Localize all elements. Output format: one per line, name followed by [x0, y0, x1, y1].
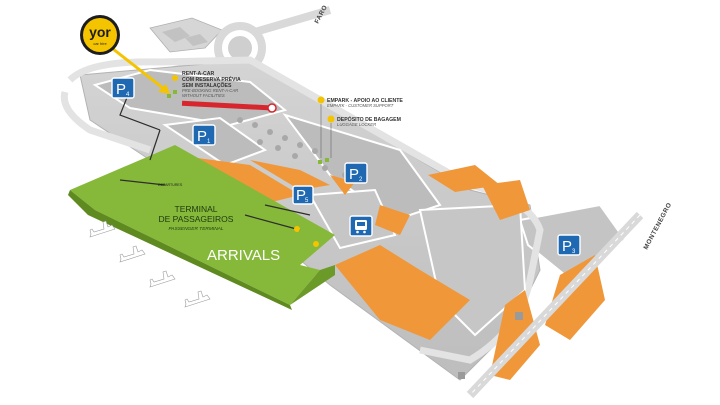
svg-text:P: P	[116, 81, 126, 98]
terminal-label: TERMINAL DE PASSAGEIROS PASSENGER TERMIN…	[159, 204, 234, 232]
luggage-label: DEPÓSITO DE BAGAGEM LUGGAGE LOCKER	[327, 115, 401, 158]
svg-text:4: 4	[126, 92, 130, 98]
road-montenegro	[466, 211, 644, 399]
info-markers	[294, 226, 319, 247]
svg-text:SEM INSTALAÇÕES: SEM INSTALAÇÕES	[182, 82, 232, 89]
parking-sign-p3: P 3	[557, 234, 581, 256]
departures-label: DEPARTURES	[158, 183, 183, 187]
svg-text:PRE-BOOKING RENT-A-CAR: PRE-BOOKING RENT-A-CAR	[182, 88, 238, 93]
road-label-montenegro: MONTENEGRO	[643, 201, 674, 250]
svg-text:P: P	[197, 128, 207, 145]
svg-text:yor: yor	[89, 24, 111, 40]
planes	[89, 220, 211, 308]
svg-text:2: 2	[359, 177, 363, 183]
svg-text:PASSENGER TERMINAL: PASSENGER TERMINAL	[168, 226, 223, 232]
svg-text:EMPARK - CUSTOMER SUPPORT: EMPARK - CUSTOMER SUPPORT	[327, 103, 394, 108]
trees	[237, 117, 348, 178]
svg-text:COM RESERVA PRÉVIA: COM RESERVA PRÉVIA	[182, 75, 241, 83]
info-icon	[317, 96, 325, 104]
luggage-icon	[327, 115, 335, 123]
svg-text:car hire: car hire	[93, 41, 107, 46]
yor-logo: yor car hire	[80, 15, 120, 55]
svg-text:P: P	[349, 166, 359, 183]
svg-text:RENT-A-CAR: RENT-A-CAR	[182, 71, 215, 77]
car-icon	[172, 75, 178, 81]
bus-sign	[349, 215, 373, 237]
svg-text:5: 5	[305, 198, 309, 204]
arrivals-label: ARRIVALS	[207, 247, 280, 264]
bus-icon	[355, 220, 367, 234]
svg-text:P: P	[296, 187, 306, 204]
airport-buildings	[149, 17, 223, 53]
parking-sign-p1: P 1	[192, 124, 216, 146]
svg-text:3: 3	[572, 249, 576, 255]
svg-text:LUGGAGE LOCKER: LUGGAGE LOCKER	[337, 122, 376, 127]
svg-text:EMPARK - APOIO AO CLIENTE: EMPARK - APOIO AO CLIENTE	[327, 98, 403, 104]
parking-sign-p5: P 5	[292, 185, 314, 205]
svg-text:P: P	[562, 238, 572, 255]
parking-sign-p4: P 4	[111, 77, 135, 99]
svg-text:1: 1	[207, 139, 211, 145]
svg-text:DE PASSAGEIROS: DE PASSAGEIROS	[159, 214, 234, 224]
passenger-terminal	[68, 145, 335, 310]
svg-text:WITHOUT FACILITIES: WITHOUT FACILITIES	[182, 93, 225, 98]
markers	[167, 90, 523, 379]
svg-text:DEPÓSITO DE BAGAGEM: DEPÓSITO DE BAGAGEM	[337, 115, 401, 123]
red-barrier	[181, 100, 277, 113]
yellow-arrow	[107, 43, 170, 94]
empark-label: EMPARK - APOIO AO CLIENTE EMPARK - CUSTO…	[317, 96, 403, 158]
parking-sign-p2: P 2	[344, 162, 368, 184]
rent-a-car-label: RENT-A-CAR COM RESERVA PRÉVIA SEM INSTAL…	[172, 71, 241, 98]
svg-text:TERMINAL: TERMINAL	[175, 204, 218, 214]
